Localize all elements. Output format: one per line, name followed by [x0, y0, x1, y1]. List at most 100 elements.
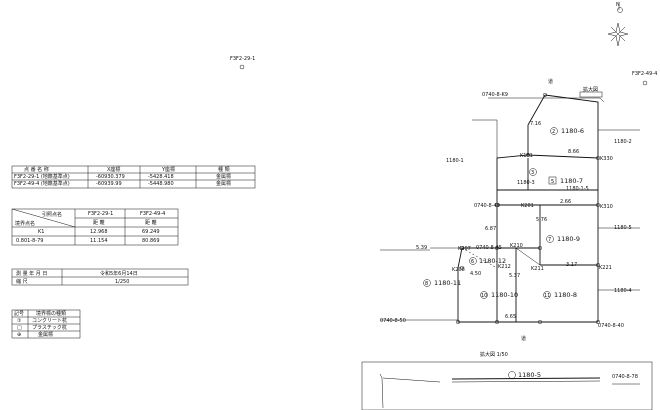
road-bottom-label: 道	[521, 335, 526, 342]
point-label: K210	[510, 243, 523, 249]
boundary-markers	[455, 92, 601, 325]
coord-cell: F3F2-29-1 (地籍基準点)	[14, 173, 70, 180]
dist-cell: 12.968	[90, 229, 108, 235]
point-label: 0740-8-45	[476, 245, 502, 251]
coord-cell: -60930.379	[96, 174, 125, 180]
survey-cell: 測 量 年 月 日	[16, 270, 47, 277]
dist-header-col: F3F2-29-1	[88, 211, 113, 217]
point-label: 0740-8-K9	[482, 92, 508, 98]
parcel-id: 11	[544, 293, 550, 299]
coord-cell: 金属標	[216, 180, 231, 187]
parcel-id: 5	[551, 179, 554, 185]
legend-table: 記号 境界標の種類 ① コンクリート杭 □ プラスチック杭 ⊕ 金属標	[11, 309, 81, 339]
coord-cell: -5448.980	[148, 181, 174, 187]
dist-cell: 11.154	[90, 238, 108, 244]
distance-label: 5.39	[416, 245, 427, 251]
point-label: 0740-8-40	[598, 323, 624, 329]
point-label: K330	[600, 156, 613, 162]
point-label: K211	[531, 266, 544, 272]
coord-header-y: Y座標	[161, 166, 175, 173]
point-label: K310	[600, 204, 613, 210]
point-labels: 0740-8-K9 1180-1 K101 1180-3 K201 0740-8…	[380, 92, 632, 329]
point-label: 1180-1-5	[566, 186, 589, 192]
survey-cell: 令和5年6月14日	[100, 270, 138, 277]
distance-label: 3.17	[566, 262, 577, 268]
dist-subheader: 距 離	[145, 219, 157, 226]
parcel-id: 3	[531, 170, 534, 176]
parcel-lot: 1180-12	[479, 257, 506, 265]
ref-point-1-label: F3F2-29-1	[230, 56, 255, 62]
north-arrow-icon: N	[616, 2, 623, 13]
legend-text: 金属標	[38, 331, 53, 338]
point-label: 1180-2	[614, 139, 632, 145]
point-label: K101	[520, 153, 533, 159]
distance-table: 引照点名 F3F2-29-1 F3F2-49-4 境界点名 距 離 距 離 K1…	[11, 208, 179, 246]
survey-cell: 縮 尺	[16, 278, 28, 285]
parcel-lot: 1180-10	[491, 291, 518, 299]
coord-header-type: 種 類	[218, 166, 230, 173]
inset-lot: 1180-5	[518, 371, 541, 379]
road-top-label: 道	[548, 78, 553, 85]
distance-label: 7.16	[530, 121, 541, 127]
parcel-lot: 1180-9	[557, 235, 580, 243]
dist-cell: K1	[38, 229, 44, 235]
parcel-lot: 1180-11	[434, 279, 461, 287]
dist-header-col: F3F2-49-4	[140, 211, 165, 217]
coord-cell: F3F2-49-4 (地籍基準点)	[14, 180, 70, 187]
dist-subheader: 距 離	[93, 219, 105, 226]
parcel-lot: 1180-6	[561, 127, 584, 135]
parcel-lot: 1180-8	[554, 291, 577, 299]
ref-point-1-marker	[239, 64, 245, 70]
parcel-labels: 2 1180-6 3 5 1180-7 6 1180-12 7 1180-9 8…	[423, 127, 584, 299]
parcel-id: 7	[548, 237, 551, 243]
coord-cell: -5428.418	[148, 174, 174, 180]
ref-point-2-label: F3F2-49-4	[632, 71, 657, 77]
distance-label: 2.66	[560, 199, 571, 205]
point-label: 0740-8-50	[380, 318, 406, 324]
point-label: 0740-8-49	[474, 203, 500, 209]
point-label: K207	[458, 246, 471, 252]
ref-point-2-marker	[642, 80, 648, 86]
distance-label: 8.66	[568, 149, 579, 155]
legend-header: 記号	[14, 310, 24, 317]
parcel-map: 道 拡大図	[380, 78, 640, 342]
parcel-id: 8	[425, 281, 428, 287]
distance-labels: 7.16 5.76 3.17 6.87 8.66 5.37 4.50 2.66 …	[416, 121, 579, 320]
parcel-id: 6	[471, 259, 474, 265]
point-label: K201	[521, 203, 534, 209]
point-label: K221	[599, 265, 612, 271]
dist-cell: 0.801-8-79	[16, 238, 43, 244]
legend-text: コンクリート杭	[32, 317, 67, 324]
point-label: 1180-5	[614, 225, 632, 231]
enlarge-label: 拡大図	[583, 86, 598, 93]
distance-label: 5.76	[536, 217, 547, 223]
point-label: 1180-1	[446, 158, 464, 164]
dist-header-boundary: 境界点名	[15, 220, 35, 227]
parcel-id: 10	[481, 293, 487, 299]
point-label: K212	[498, 264, 511, 270]
north-label: N	[616, 2, 620, 8]
survey-cell: 1/250	[115, 279, 129, 285]
dist-cell: 69.249	[142, 229, 160, 235]
parcel-id: 2	[552, 129, 555, 135]
survey-info-table: 測 量 年 月 日 令和5年6月14日 縮 尺 1/250	[11, 268, 189, 286]
legend-header: 境界標の種類	[36, 310, 66, 317]
compass-rose-icon	[607, 22, 629, 47]
legend-symbol: ①	[17, 318, 22, 324]
coordinate-table: 点 番 名 称 X座標 Y座標 種 類 F3F2-29-1 (地籍基準点) -6…	[11, 165, 256, 189]
coord-header-name: 点 番 名 称	[24, 166, 49, 173]
enlargement-inset: 拡大図 1/50 1180-5 0740-8-78	[361, 351, 653, 410]
legend-text: プラスチック杭	[32, 324, 67, 331]
inset-title: 拡大図 1/50	[480, 351, 508, 358]
point-label: K208	[452, 267, 465, 273]
distance-label: 6.65	[505, 314, 516, 320]
distance-label: 5.37	[509, 273, 520, 279]
dist-cell: 80.869	[142, 238, 160, 244]
coord-cell: 金属標	[216, 173, 231, 180]
point-label: 1180-4	[614, 288, 632, 294]
distance-label: 6.87	[485, 226, 496, 232]
coord-header-x: X座標	[107, 166, 120, 173]
point-label: 1180-3	[517, 180, 535, 186]
